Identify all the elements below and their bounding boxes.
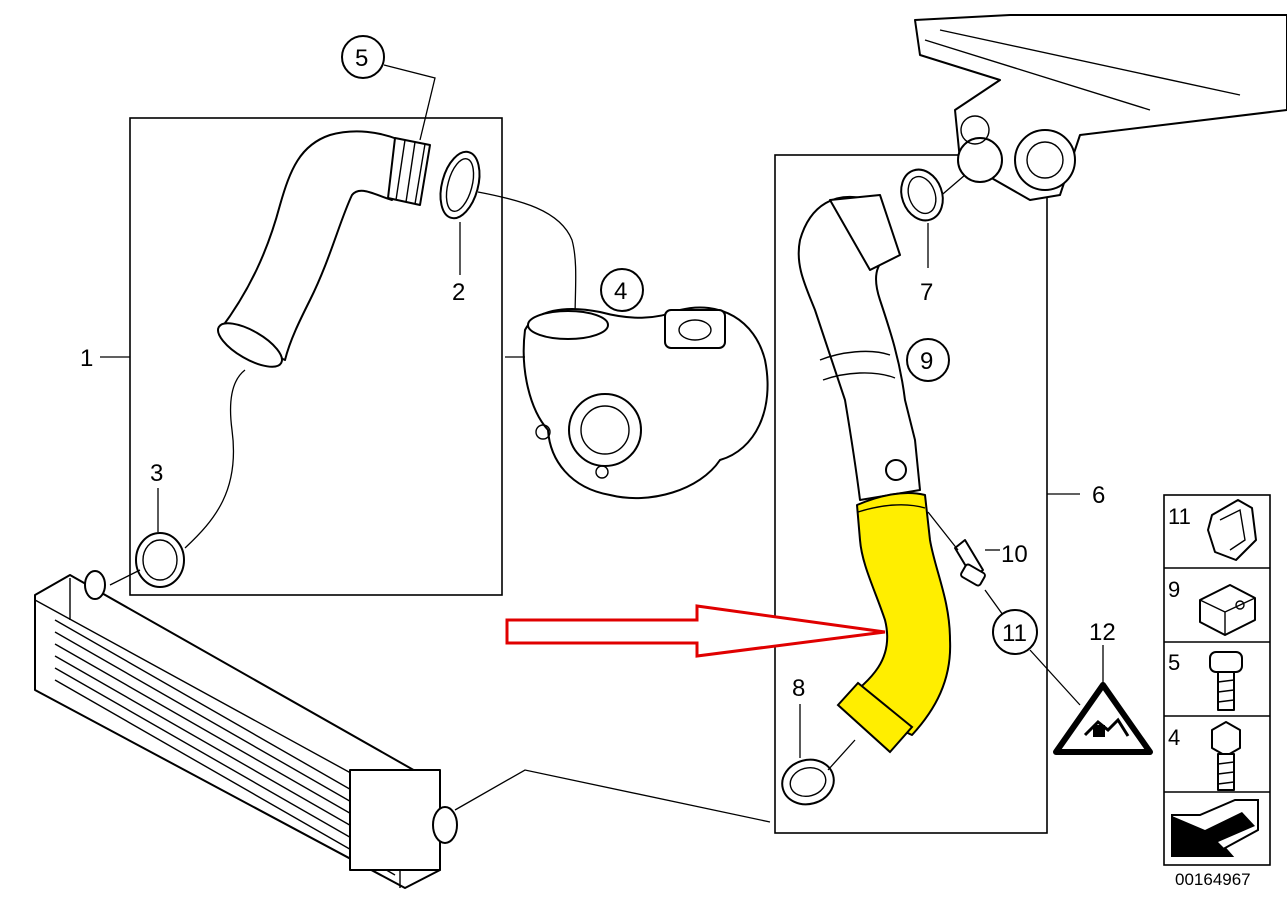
turbocharger: [505, 306, 769, 499]
seal-ring-8: [781, 758, 835, 806]
charge-pipe-lower-upper-section: [797, 194, 921, 501]
callout-11-circle: [992, 609, 1038, 655]
callout-3: 3: [150, 460, 163, 487]
intercooler: [34, 570, 458, 889]
document-id: 00164967: [1175, 870, 1251, 889]
red-pointer-arrow: [505, 604, 886, 658]
legend-label-11: 11: [1168, 504, 1191, 529]
connector-curve-3: [184, 369, 246, 549]
hose-clamp: [836, 681, 914, 754]
intake-manifold: [914, 14, 1287, 201]
connector-curve-2: [477, 191, 577, 321]
callout-4: 4: [614, 278, 627, 305]
leader-5: [383, 64, 436, 141]
callout-12: 12: [1089, 619, 1116, 646]
callout-5-circle: [341, 35, 385, 79]
socket-head-bolt-icon: [1209, 651, 1243, 711]
legend-label-5: 5: [1168, 650, 1180, 675]
highlighted-charge-hose: [844, 492, 952, 736]
connector-intercooler: [454, 769, 771, 823]
legend-label-4: 4: [1168, 725, 1180, 750]
legend-label-9: 9: [1168, 577, 1180, 602]
callout-10: 10: [1001, 541, 1028, 568]
callout-9: 9: [920, 348, 933, 375]
callout-1: 1: [80, 345, 93, 372]
callout-4-circle: [600, 268, 644, 312]
seal-ring-7: [900, 168, 944, 222]
clip-icon: [1207, 499, 1257, 561]
callout-6: 6: [1092, 482, 1105, 509]
callout-11: 11: [1002, 620, 1027, 647]
warning-triangle-icon: [1053, 682, 1153, 755]
spring-nut-icon: [1199, 584, 1256, 636]
callout-9-circle: [906, 338, 950, 382]
callout-2: 2: [452, 279, 465, 306]
charge-pipe-upper: [217, 130, 431, 368]
temperature-sensor-10: [954, 539, 986, 587]
callout-8: 8: [792, 675, 805, 702]
callout-5: 5: [355, 45, 368, 72]
direction-arrow-icon: [1171, 799, 1259, 857]
seal-ring-2: [439, 150, 481, 220]
hex-bolt-icon: [1211, 721, 1241, 791]
fastener-legend: 11 9 5 4: [1163, 494, 1271, 866]
callout-7: 7: [920, 279, 933, 306]
